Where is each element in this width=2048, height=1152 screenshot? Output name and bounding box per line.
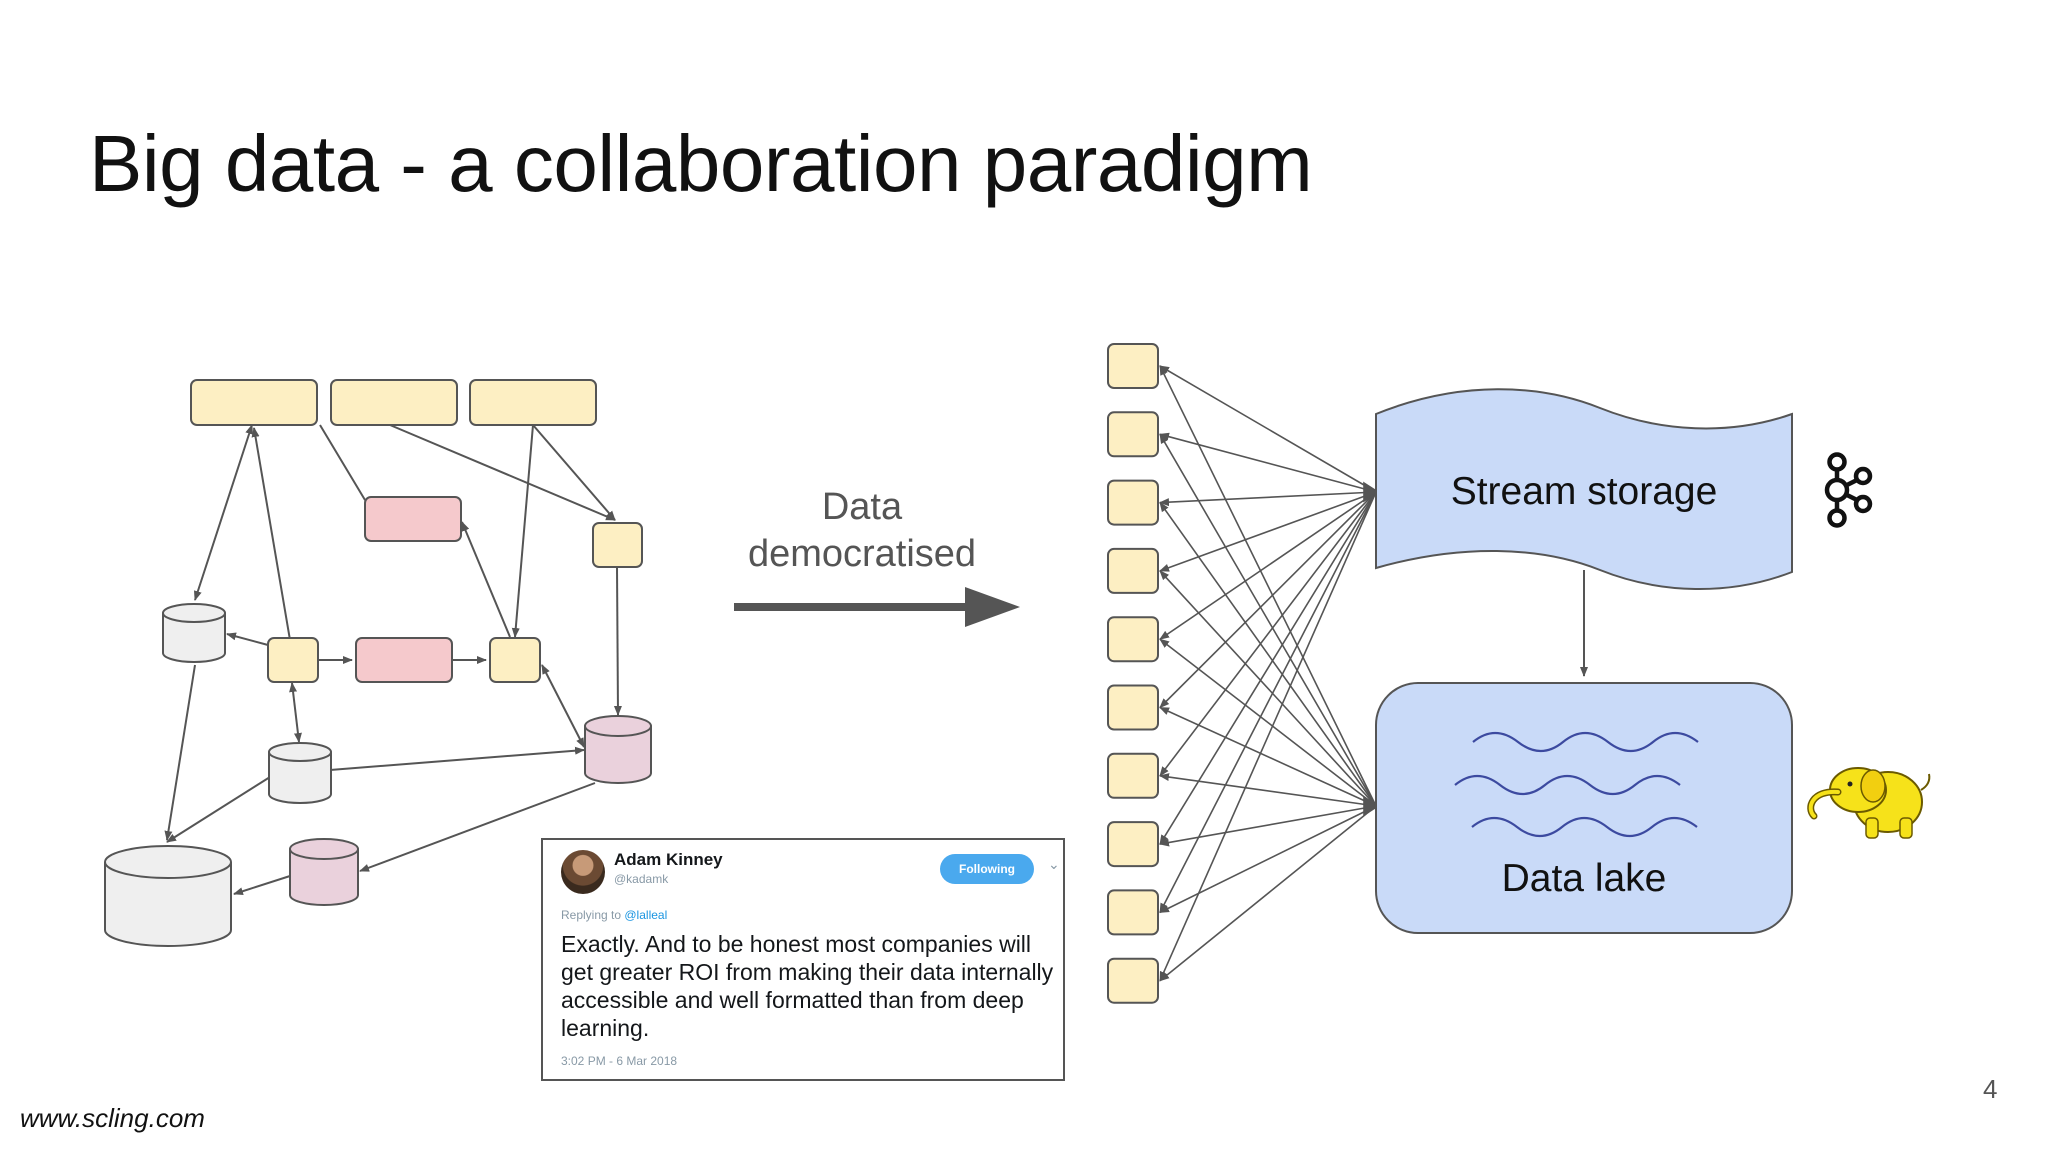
legacy-nodes: [104, 379, 652, 947]
fan-out-line: [1159, 570, 1377, 807]
following-button[interactable]: Following: [940, 854, 1034, 884]
fan-out-connections: [1159, 365, 1380, 982]
job-box: [267, 637, 319, 683]
consumer-box: [1107, 957, 1159, 1004]
tweet-text: Exactly. And to be honest most companies…: [561, 931, 1054, 1041]
consumer-stack: [1107, 343, 1159, 1004]
hadoop-elephant-icon: [1807, 767, 1931, 839]
reply-mention-link[interactable]: @lalleal: [624, 908, 668, 922]
fan-out-line: [1159, 805, 1377, 982]
fan-out-line: [1159, 805, 1377, 914]
tweet-author-name[interactable]: Adam Kinney: [614, 850, 723, 869]
consumer-box: [1107, 889, 1159, 936]
hub-arrowhead: [1363, 795, 1380, 817]
chevron-down-icon[interactable]: ⌄: [1048, 856, 1060, 872]
consumer-box: [1107, 411, 1159, 458]
tweet-card: Adam Kinney @kadamk Following ⌄ Replying…: [541, 838, 1065, 1081]
reply-prefix: Replying to: [561, 908, 625, 922]
fan-out-line: [1159, 365, 1377, 807]
legacy-pipeline: [164, 424, 622, 896]
tweet-timestamp[interactable]: 3:02 PM - 6 Mar 2018: [561, 1054, 678, 1068]
footer-url: www.scling.com: [20, 1103, 205, 1133]
fan-out-line: [1159, 773, 1377, 807]
fan-out-line: [1159, 432, 1377, 493]
water-waves-icon: [1454, 731, 1699, 838]
democratise-arrow: [734, 587, 1020, 627]
consumer-box: [1107, 343, 1159, 389]
fan-out-line: [1159, 491, 1377, 572]
fan-out-line: [1159, 491, 1377, 982]
datastore-cylinder: [162, 603, 226, 663]
job-box: [469, 379, 597, 426]
fan-out-line: [1159, 491, 1377, 640]
hub-arrowhead: [1363, 481, 1380, 503]
consumer-box: [1107, 752, 1159, 799]
stream-storage-shape: [1375, 388, 1793, 591]
job-box: [190, 379, 318, 426]
data-democratised-label: Data democratised: [700, 484, 1024, 578]
fan-out-line: [1159, 491, 1377, 777]
avatar[interactable]: [561, 850, 605, 894]
datastore-cylinder: [584, 715, 652, 784]
consumer-box: [1107, 616, 1159, 663]
datastore-cylinder: [104, 845, 232, 947]
job-box: [330, 379, 458, 426]
data-lake-shape: [1375, 682, 1793, 934]
job-box: [364, 496, 462, 542]
consumer-box: [1107, 547, 1159, 594]
fan-out-line: [1159, 491, 1377, 709]
fan-out-line: [1159, 491, 1377, 914]
fan-out-line: [1159, 638, 1377, 807]
consumer-box: [1107, 684, 1159, 731]
reply-context: Replying to @lalleal: [561, 908, 667, 922]
consumer-box: [1107, 821, 1159, 868]
datastore-cylinder: [289, 838, 359, 906]
fan-out-line: [1159, 365, 1377, 493]
data-lake-label: Data lake: [1501, 857, 1667, 900]
job-box: [355, 637, 453, 683]
tweet-author-handle[interactable]: @kadamk: [614, 872, 669, 886]
datastore-cylinder: [268, 742, 332, 804]
arrow-label-text: Data democratised: [747, 486, 977, 575]
slide-title: Big data - a collaboration paradigm: [89, 119, 1313, 208]
job-box: [592, 522, 643, 568]
fan-out-line: [1159, 805, 1377, 847]
job-box: [489, 637, 541, 683]
fan-out-line: [1159, 706, 1377, 807]
kafka-icon: [1824, 452, 1873, 528]
stream-storage-label: Stream storage: [1450, 470, 1718, 513]
fan-out-line: [1159, 491, 1377, 507]
page-number: 4: [1983, 1074, 1998, 1104]
consumer-box: [1107, 479, 1159, 526]
fan-out-line: [1159, 501, 1377, 807]
fan-out-line: [1159, 433, 1377, 807]
fan-out-line: [1159, 491, 1377, 845]
